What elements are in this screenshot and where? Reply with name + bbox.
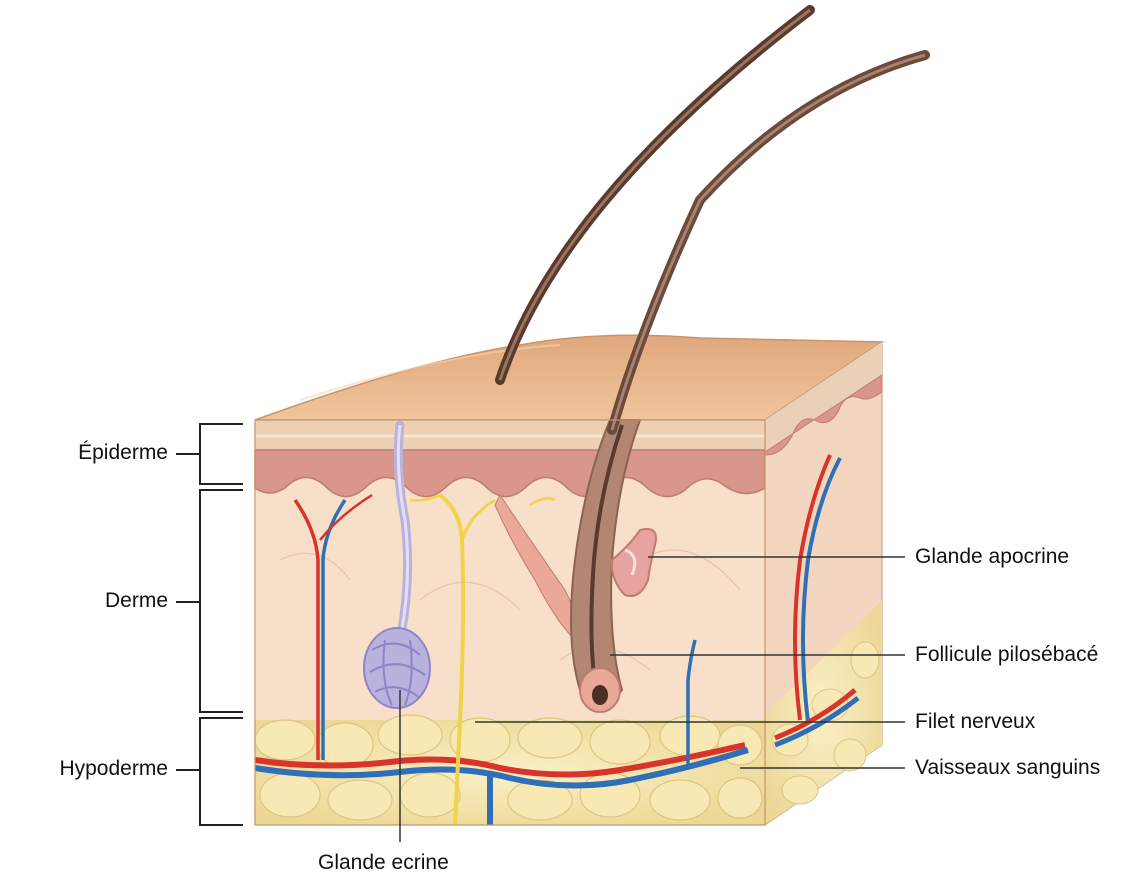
label-apocrine-gland: Glande apocrine <box>915 545 1069 569</box>
label-hypodermis: Hypoderme <box>0 757 168 781</box>
hair-shaft-1 <box>500 10 810 380</box>
label-epidermis: Épiderme <box>30 441 168 465</box>
eccrine-gland-coil <box>364 628 430 708</box>
bracket-dermis <box>176 490 243 712</box>
label-blood-vessels: Vaisseaux sanguins <box>915 756 1100 780</box>
label-eccrine-gland: Glande ecrine <box>318 851 449 875</box>
label-hair-follicle: Follicule pilosébacé <box>915 643 1098 667</box>
bracket-epidermis <box>176 424 243 484</box>
label-dermis: Derme <box>30 589 168 613</box>
label-nerve: Filet nerveux <box>915 710 1035 734</box>
bracket-hypodermis <box>176 718 243 825</box>
